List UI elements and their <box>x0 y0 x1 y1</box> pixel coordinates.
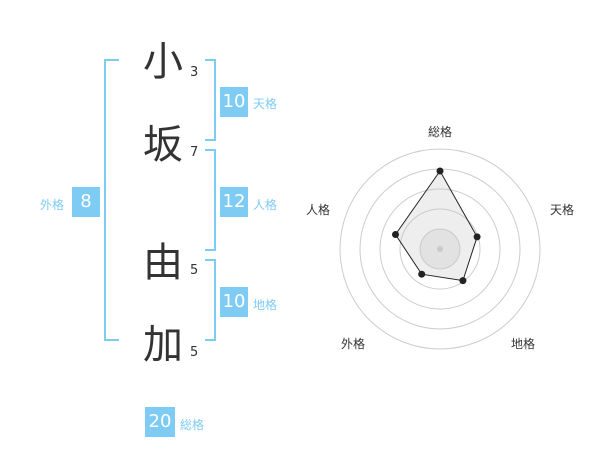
radar-point <box>418 270 426 278</box>
name-char-2: 坂 <box>143 122 183 168</box>
radar-polygon <box>394 170 478 282</box>
radar-ring <box>399 208 481 290</box>
name-char-3: 由 <box>143 240 183 286</box>
stroke-count-3: 5 <box>190 263 199 278</box>
stroke-count-1: 3 <box>190 65 199 80</box>
name-char-4: 加 <box>143 322 183 368</box>
radar-label-soukaku: 総格 <box>428 125 453 139</box>
radar-center <box>437 246 443 252</box>
stroke-count-4: 5 <box>190 345 199 360</box>
radar-points <box>392 167 481 285</box>
jinkaku-value: 12 <box>220 187 248 217</box>
radar-point <box>436 167 444 175</box>
chikaku-value: 10 <box>220 287 248 317</box>
chikaku-bracket <box>205 259 216 341</box>
gaikaku-label: 外格 <box>40 198 65 212</box>
jinkaku-bracket <box>205 149 216 251</box>
tenkaku-bracket <box>205 59 216 141</box>
soukaku-label: 総格 <box>180 418 205 432</box>
radar-label-tenkaku: 天格 <box>550 203 575 217</box>
radar-label-jinkaku: 人格 <box>306 203 331 217</box>
stroke-count-2: 7 <box>190 145 199 160</box>
radar-ring <box>379 188 501 310</box>
gaikaku-bracket <box>104 59 119 341</box>
name-char-1: 小 <box>143 39 183 85</box>
radar-point <box>392 231 399 238</box>
gaikaku-value: 8 <box>72 187 100 217</box>
radar-label-gaikaku: 外格 <box>341 337 366 351</box>
radar-point <box>473 233 481 241</box>
radar-ring <box>339 148 541 350</box>
jinkaku-label: 人格 <box>253 198 278 212</box>
radar-point <box>459 277 467 285</box>
tenkaku-value: 10 <box>220 87 248 117</box>
tenkaku-label: 天格 <box>253 97 278 111</box>
radar-label-chikaku: 地格 <box>511 337 536 351</box>
soukaku-value: 20 <box>145 407 175 437</box>
chikaku-label: 地格 <box>253 298 278 312</box>
